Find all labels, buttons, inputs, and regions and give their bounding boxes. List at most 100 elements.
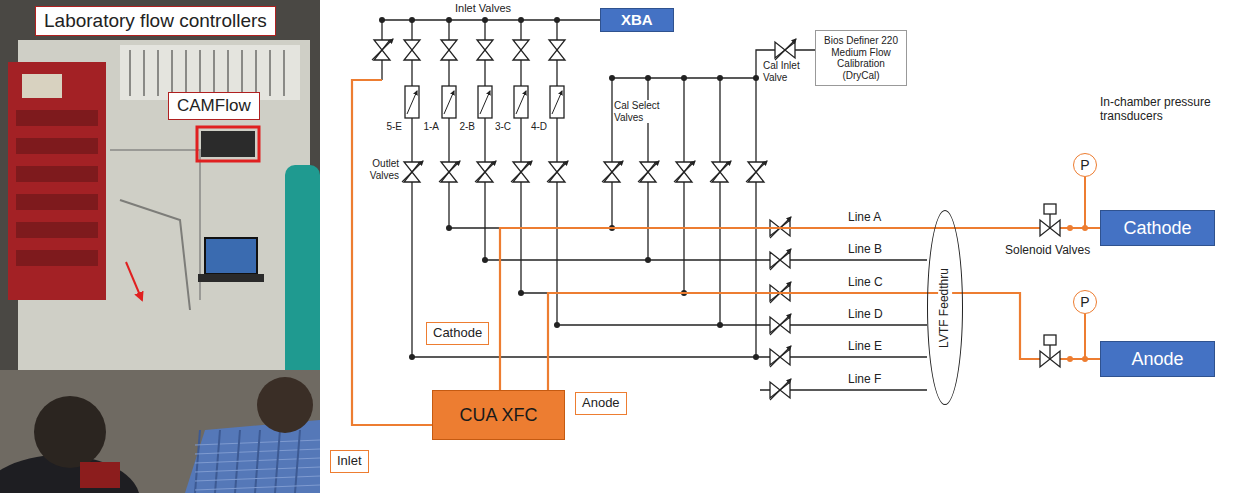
controller-outlet	[520, 118, 521, 293]
gas-fitting	[227, 50, 229, 96]
line-name: Line D	[848, 308, 883, 322]
controller-outlet	[484, 118, 485, 260]
transducer-stub	[1084, 177, 1086, 228]
valve-adjust-arrow	[775, 39, 796, 60]
port-tag: Cathode	[426, 322, 489, 345]
shirt-plaid	[215, 430, 220, 493]
gas-fitting	[269, 50, 271, 96]
channel-id: 5-E	[380, 121, 402, 133]
junction-dot	[446, 225, 452, 231]
photo-callout-box: Laboratory flow controllers	[35, 6, 276, 36]
gas-fitting	[241, 50, 243, 96]
shirt-plaid	[195, 440, 320, 445]
photo-background	[0, 0, 320, 493]
junction-dot	[645, 257, 651, 263]
shirt-plaid	[195, 476, 320, 481]
shirt-plaid	[195, 485, 320, 490]
solenoid-stem	[1049, 214, 1050, 228]
person-head	[257, 377, 313, 433]
channel-id: 2-B	[453, 121, 475, 133]
gas-fitting	[157, 50, 159, 96]
gas-tube	[120, 200, 190, 310]
junction-dot	[409, 354, 415, 360]
node-text: Cathode	[433, 326, 482, 341]
shirt-plaid	[195, 467, 320, 472]
rack-slot	[16, 166, 98, 182]
shirt-plaid	[295, 430, 300, 493]
controller-arrow	[444, 91, 454, 114]
rack-slot	[16, 222, 98, 238]
feedthru-ellipse: LVTF Feedthru	[927, 210, 963, 405]
danger-sign	[22, 74, 62, 98]
node-text: XBA	[621, 11, 653, 28]
line-name: Line F	[848, 373, 881, 387]
flow-controller-box: CUA XFC	[432, 390, 565, 440]
valve-adjust-arrow	[770, 346, 791, 367]
junction-dot	[645, 75, 651, 81]
highlight-frame	[197, 127, 259, 161]
endpoint-box: XBA	[600, 8, 674, 32]
valve-symbol	[513, 40, 529, 60]
valve-symbol	[441, 40, 457, 60]
junction-dot	[681, 75, 687, 81]
annotation: Solenoid Valves	[1005, 244, 1090, 258]
gas-line	[548, 293, 1100, 390]
line-bus	[412, 356, 927, 357]
valve-adjust-arrow	[439, 161, 460, 182]
controller-arrow	[552, 91, 562, 114]
valve-adjust-arrow	[638, 161, 659, 182]
valve-symbol	[404, 40, 420, 60]
rack-slot	[16, 194, 98, 210]
valve-adjust-arrow	[402, 161, 423, 182]
junction-dot	[518, 290, 524, 296]
gas-fitting	[129, 50, 131, 96]
valve-adjust-arrow	[770, 379, 791, 400]
schematic	[352, 17, 927, 425]
rack-slot	[16, 138, 98, 154]
junction-dot	[1067, 225, 1073, 231]
laptop-base	[198, 274, 264, 282]
gas-fitting	[143, 50, 145, 96]
xfc-inlet-line	[352, 80, 432, 425]
valve-adjust-arrow	[547, 161, 568, 182]
gas-fitting	[283, 50, 285, 96]
channel-id: 1-A	[417, 121, 439, 133]
node-text: Anode	[582, 396, 620, 411]
junction-dot	[1082, 356, 1088, 362]
endpoint-box: Cathode	[1100, 210, 1215, 246]
port-tag: Anode	[575, 392, 627, 415]
node-text: Bios Definer 220 Medium Flow Calibration…	[820, 35, 902, 81]
junction-dot	[482, 257, 488, 263]
junction-dot	[753, 354, 759, 360]
node-text: Laboratory flow controllers	[44, 10, 267, 32]
annotation: Cal Inlet Valve	[763, 60, 811, 83]
node-text: CAMFlow	[177, 96, 251, 116]
valve-adjust-arrow	[372, 39, 393, 60]
gas-fitting	[255, 50, 257, 96]
flow-controller	[550, 86, 564, 118]
cal-branch	[755, 78, 756, 357]
rack-slot	[16, 250, 98, 266]
gas-fitting	[199, 50, 201, 96]
lab-photo	[0, 0, 320, 493]
feedthru-label: LVTF Feedthru	[938, 266, 952, 350]
solenoid-actuator	[1044, 204, 1056, 214]
node-text: Anode	[1131, 349, 1183, 370]
line-bus	[557, 324, 927, 325]
rack-slot	[16, 110, 98, 126]
annotation: Outlet Valves	[360, 158, 399, 181]
port-tag: Inlet	[330, 450, 369, 473]
node-text: Cathode	[1123, 218, 1191, 239]
flow-controller	[405, 86, 419, 118]
controller-rack	[8, 62, 106, 300]
annotation: Inlet Valves	[455, 2, 511, 15]
pressure-transducer: P	[1073, 290, 1097, 314]
channel-id: 3-C	[489, 121, 511, 133]
transducer-stub	[1084, 314, 1086, 359]
channel-id: 4-D	[525, 121, 547, 133]
controller-arrow	[516, 91, 526, 114]
person-shirt	[185, 420, 320, 493]
cal-branch	[719, 78, 720, 325]
